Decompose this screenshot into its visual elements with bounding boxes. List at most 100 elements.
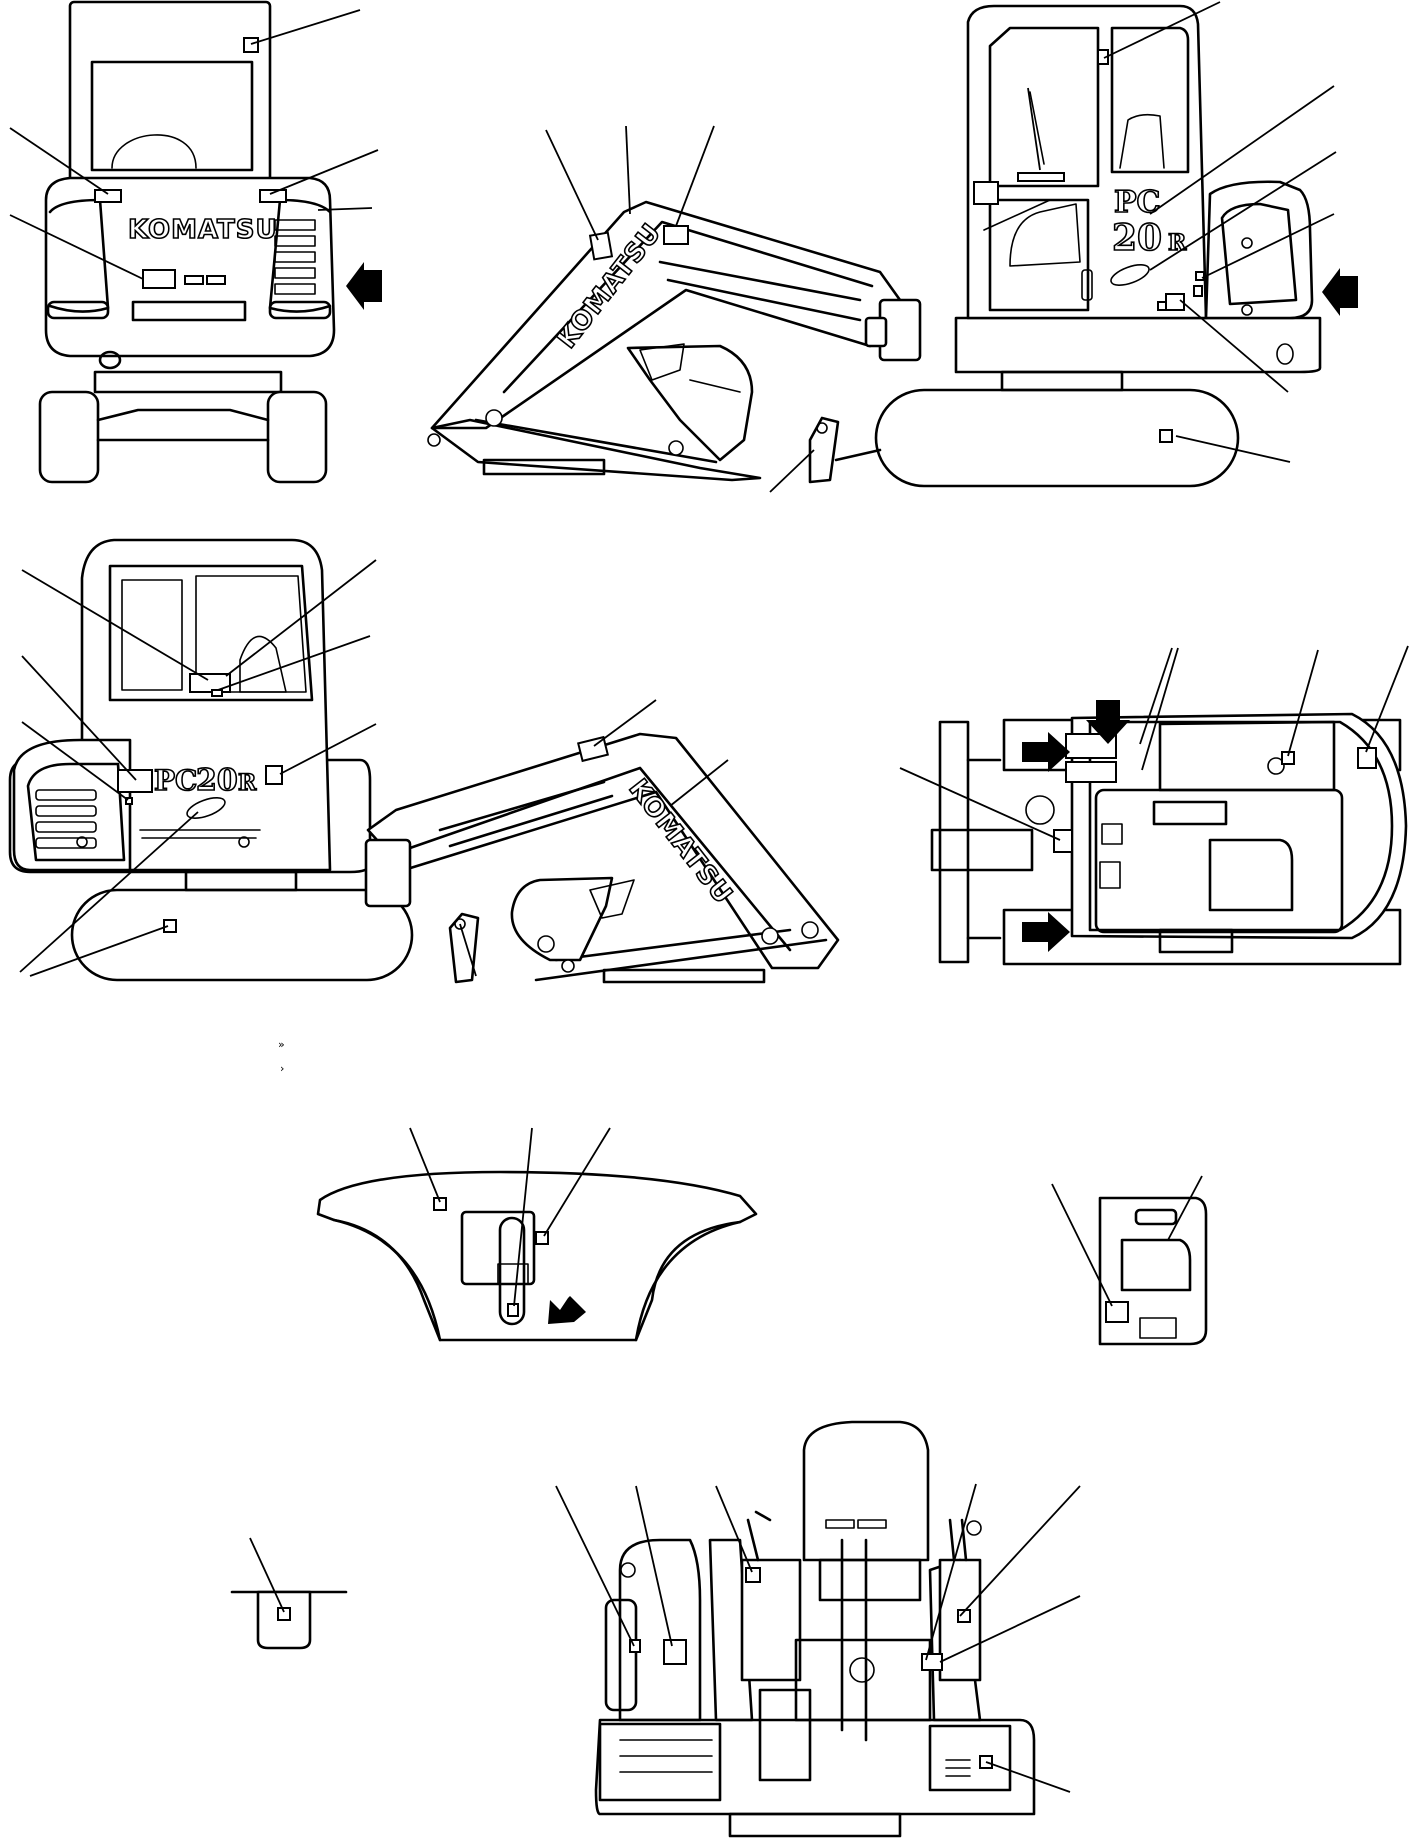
leader-line bbox=[985, 1761, 1071, 1793]
lever-decal bbox=[1017, 172, 1065, 182]
upper-structure bbox=[1070, 712, 1408, 940]
arm-cylinder bbox=[482, 458, 606, 476]
arm bbox=[534, 938, 828, 982]
leader-line bbox=[21, 655, 137, 781]
bucket-link bbox=[639, 343, 685, 381]
hood-bolt bbox=[1241, 237, 1253, 249]
right-side-view: PC 20 R KOMATSU bbox=[8, 538, 840, 984]
seat-view-decal bbox=[663, 1639, 687, 1665]
blade bbox=[448, 912, 480, 984]
leader-line bbox=[593, 699, 657, 747]
seat-top bbox=[1208, 838, 1294, 912]
center-column bbox=[758, 1688, 812, 1782]
floor-plate bbox=[794, 1638, 932, 1722]
rear-right-decal bbox=[259, 189, 287, 203]
track-decal bbox=[1159, 429, 1173, 443]
leader-line bbox=[1179, 299, 1289, 393]
boom-cylinder bbox=[658, 260, 862, 302]
right-track-end bbox=[266, 390, 328, 484]
rear-small-decal bbox=[184, 275, 204, 285]
pivot-pin bbox=[801, 921, 819, 939]
leader-line bbox=[769, 449, 815, 493]
arrow-indicator-icon bbox=[1022, 912, 1070, 952]
leader-line bbox=[899, 767, 1061, 841]
vent-slat bbox=[274, 267, 316, 279]
window-frame bbox=[121, 579, 183, 691]
leader-line bbox=[225, 559, 377, 677]
small-detail-view bbox=[230, 1537, 348, 1650]
boom-decal bbox=[588, 231, 614, 261]
leader-line bbox=[1051, 1183, 1113, 1307]
body-detail bbox=[139, 829, 261, 839]
panel-cutout bbox=[1120, 1238, 1192, 1292]
left-console bbox=[618, 1538, 702, 1722]
switch-panel bbox=[1101, 823, 1123, 845]
rear-small-decal bbox=[206, 275, 226, 285]
leader-line bbox=[1175, 435, 1291, 463]
hood-bolt bbox=[1241, 304, 1253, 316]
hood-panel bbox=[26, 762, 126, 862]
window-frame bbox=[195, 575, 307, 693]
leader-line bbox=[939, 1595, 1081, 1663]
boom-pivot bbox=[1025, 795, 1055, 825]
right-lever bbox=[948, 1518, 968, 1562]
door-handle-decal bbox=[973, 181, 999, 205]
interior-decal bbox=[507, 1303, 519, 1317]
leader-line bbox=[543, 1127, 611, 1237]
swing-base bbox=[184, 870, 298, 892]
boom-top-decal bbox=[576, 735, 610, 763]
leader-line bbox=[459, 923, 477, 977]
leader-line bbox=[545, 129, 599, 241]
emblem-logo bbox=[1110, 264, 1150, 286]
leader-line bbox=[1103, 1, 1221, 59]
pivot-pin bbox=[668, 440, 684, 456]
boom bbox=[366, 732, 840, 970]
door-lower-panel bbox=[988, 198, 1090, 312]
panel-detail bbox=[1139, 1317, 1177, 1339]
rear-view: KOMATSU bbox=[9, 0, 382, 484]
tie-hole bbox=[1276, 343, 1294, 365]
interior-decal bbox=[433, 1197, 447, 1211]
door-recess bbox=[1009, 203, 1081, 267]
top-view bbox=[899, 645, 1409, 966]
left-track-end bbox=[38, 390, 100, 484]
side-decal-small bbox=[1193, 285, 1203, 297]
panel-curve bbox=[634, 1220, 742, 1342]
left-lever-box bbox=[740, 1558, 802, 1682]
cab-rear-window bbox=[1110, 26, 1190, 174]
vent-slat bbox=[35, 789, 97, 801]
step-slat bbox=[945, 1759, 971, 1777]
vent-slat bbox=[274, 283, 316, 295]
arrow-indicator-icon bbox=[1322, 268, 1358, 316]
arrow-indicator-icon bbox=[346, 262, 382, 310]
pivot-pin bbox=[761, 927, 779, 945]
vent-slat bbox=[274, 219, 316, 231]
model-plate-decal bbox=[117, 769, 153, 793]
leader-line bbox=[249, 1537, 285, 1613]
leader-line bbox=[959, 1485, 1081, 1617]
boom-cylinder bbox=[448, 794, 614, 848]
rear-lower-panel bbox=[131, 300, 247, 322]
vent-slat bbox=[35, 805, 97, 817]
leader-line bbox=[669, 759, 729, 807]
blade-pin bbox=[454, 918, 466, 930]
pedal bbox=[1158, 928, 1234, 954]
leader-line bbox=[250, 9, 361, 45]
swing-base bbox=[728, 1812, 902, 1838]
boom-inner-edge bbox=[502, 220, 874, 394]
right-lamp bbox=[268, 300, 332, 320]
side-decal-small bbox=[1157, 301, 1167, 311]
seat-back bbox=[111, 134, 197, 169]
pivot-pin bbox=[427, 433, 441, 447]
pivot-pin bbox=[537, 935, 555, 953]
right-step bbox=[928, 1724, 1012, 1792]
leader-line bbox=[9, 214, 144, 280]
cab-floor bbox=[1094, 788, 1344, 934]
left-side-view: PC 20 R KOMATSU bbox=[427, 1, 1358, 493]
rear-cab-decal bbox=[243, 37, 259, 53]
boom-cylinder bbox=[438, 780, 606, 832]
cab bbox=[966, 4, 1208, 320]
boom-foot-bracket bbox=[864, 316, 888, 348]
leader-line bbox=[1201, 213, 1335, 279]
